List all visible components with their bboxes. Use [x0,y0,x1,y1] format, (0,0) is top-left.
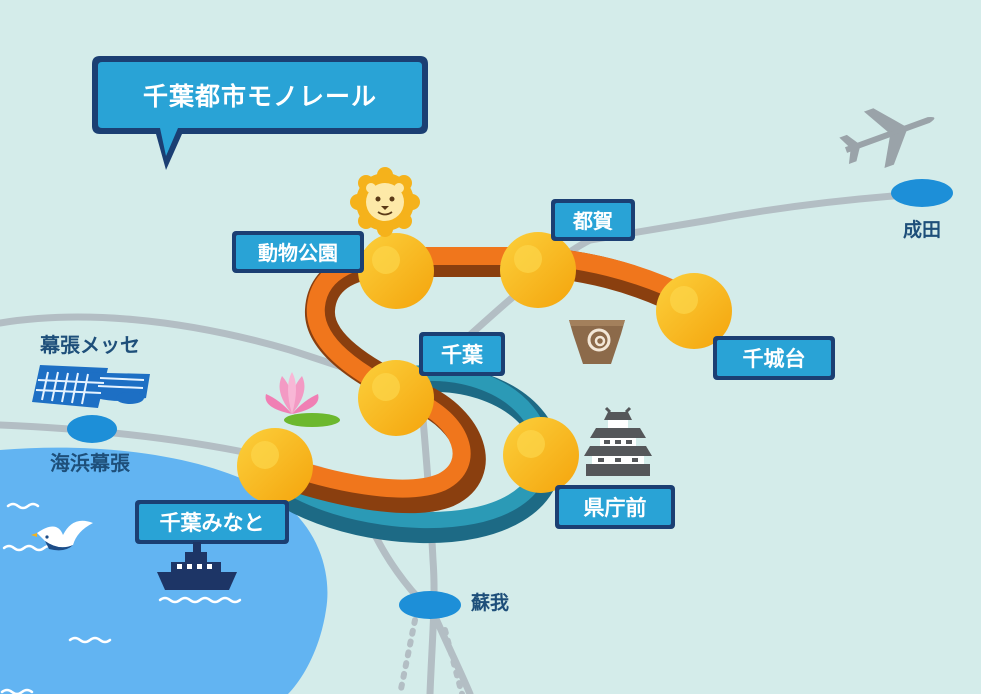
station-name: 県庁前 [584,496,647,520]
place-label-narita[interactable]: 成田 [903,218,941,241]
place-label-kaihin-makuhari[interactable]: 海浜幕張 [50,451,131,475]
station-marker-kencho-mae[interactable] [503,417,579,493]
station-label-chiba[interactable]: 千葉 [419,332,505,376]
lotus-icon [265,372,340,427]
station-name: 動物公園 [258,241,338,265]
place-label-makuhari-messe[interactable]: 幕張メッセ [39,333,140,357]
lion-icon [350,167,420,237]
castle-icon [584,406,652,476]
station-marker-narita[interactable] [891,179,953,207]
ferry-icon [157,542,237,590]
station-marker-soga[interactable] [399,591,461,619]
station-name: 都賀 [572,209,613,233]
wave-icon [0,502,242,694]
convention-hall-icon [32,365,150,408]
seagull-icon [31,520,93,551]
station-marker-tsuga[interactable] [500,232,576,308]
station-label-doubutsu-koen[interactable]: 動物公園 [232,231,364,273]
airplane-icon [839,108,935,169]
place-label-soga[interactable]: 蘇我 [470,592,509,614]
station-name: 千葉 [441,343,484,367]
pottery-icon [569,320,625,364]
station-name: 千葉みなと [160,511,265,535]
station-label-tsuga[interactable]: 都賀 [551,199,635,241]
station-label-chishirodai[interactable]: 千城台 [713,336,835,380]
station-label-kencho-mae[interactable]: 県庁前 [555,485,675,529]
station-label-chiba-minato[interactable]: 千葉みなと [135,500,289,544]
station-markers [237,232,732,504]
station-name: 千城台 [743,347,806,371]
station-marker-doubutsu-koen[interactable] [358,233,434,309]
station-marker-kaihin-makuhari[interactable] [67,415,117,443]
rail-dashed-extension [397,617,465,694]
station-marker-chiba-minato[interactable] [237,428,313,504]
page-title: 千葉都市モノレール [143,82,377,111]
monorail-line-2 [249,364,562,544]
title-bubble: 千葉都市モノレール [92,56,428,170]
